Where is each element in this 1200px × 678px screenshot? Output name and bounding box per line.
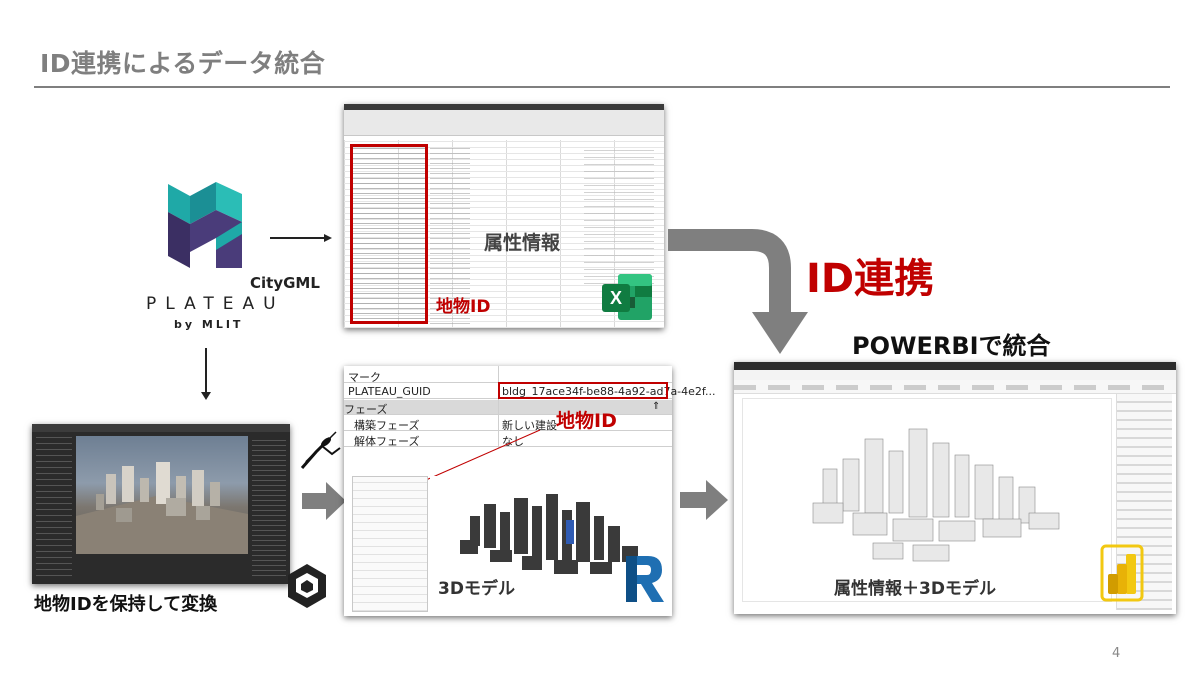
guid-highlight: [498, 382, 668, 399]
table-section-header: フェーズ ⇑: [344, 400, 672, 416]
powerbi-heading: POWERBIで統合: [852, 332, 1051, 360]
id-link-label: ID連携: [806, 256, 935, 302]
powerbi-screenshot: 属性情報＋3Dモデル: [734, 362, 1176, 614]
feature-id-label: 地物ID: [436, 297, 491, 317]
powerbi-icon: [1100, 544, 1144, 602]
excel-icon: X: [602, 274, 652, 320]
powerbi-toolbar: [734, 380, 1176, 394]
revit-screenshot: マーク PLATEAU_GUID bldg_17ace34f-be88-4a92…: [344, 366, 715, 616]
excel-screenshot: 属性情報 地物ID X: [344, 104, 664, 328]
powerbi-menu-bar: [734, 370, 1176, 380]
title-divider: [34, 86, 1170, 88]
attribute-info-label: 属性情報: [484, 232, 561, 254]
powerbi-report-canvas: [742, 398, 1112, 602]
attribute-and-model-label: 属性情報＋3Dモデル: [834, 579, 996, 599]
grasshopper-icon: [300, 431, 341, 469]
unity-icon: [288, 564, 326, 608]
plateau-wordmark: PLATEAU: [146, 294, 285, 314]
plateau-by-line: by MLIT: [174, 318, 244, 331]
page-number: 4: [1112, 646, 1121, 661]
unity-screenshot: [32, 424, 290, 584]
arrow-right-block-icon: [302, 482, 346, 520]
citygml-label: CityGML: [250, 274, 320, 292]
unity-hierarchy-panel: [36, 436, 72, 576]
arrow-right-block-icon: [680, 480, 728, 520]
slide-title: ID連携によるデータ統合: [40, 49, 326, 78]
arrow-down-icon: [201, 348, 211, 400]
table-row: 構築フェーズ 新しい建設: [344, 416, 672, 432]
link-line: [425, 429, 541, 481]
feature-id-label: 地物ID: [556, 410, 617, 432]
curved-arrow-icon: [668, 229, 808, 354]
table-row: マーク: [344, 368, 672, 384]
revit-properties-panel: [352, 476, 428, 612]
3d-model-label: 3Dモデル: [438, 579, 515, 599]
collapse-icon[interactable]: ⇑: [652, 401, 661, 412]
feature-id-column-highlight: [350, 144, 428, 324]
arrow-right-icon: [270, 234, 332, 242]
unity-inspector-panel: [252, 436, 286, 576]
svg-text:X: X: [610, 288, 622, 308]
revit-icon: [626, 556, 664, 602]
excel-ribbon: [344, 104, 664, 136]
properties-table: マーク PLATEAU_GUID bldg_17ace34f-be88-4a92…: [344, 366, 715, 476]
plateau-logo-mark: [168, 182, 242, 268]
unity-scene-view: [76, 436, 248, 554]
unity-caption: 地物IDを保持して変換: [34, 594, 218, 615]
